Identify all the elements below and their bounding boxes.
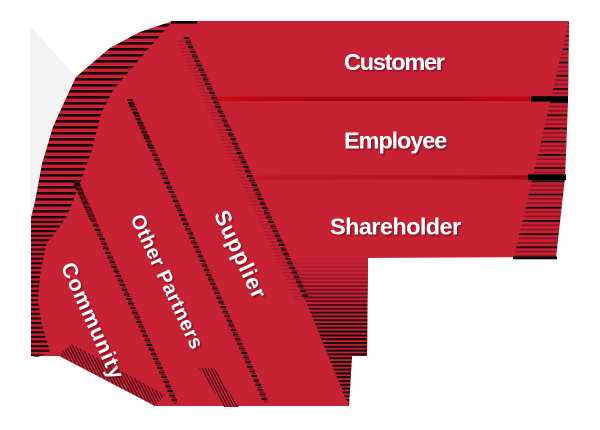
svg-text:Customer: Customer	[344, 49, 445, 75]
svg-text:Employee: Employee	[344, 128, 447, 154]
svg-text:Shareholder: Shareholder	[330, 214, 461, 240]
